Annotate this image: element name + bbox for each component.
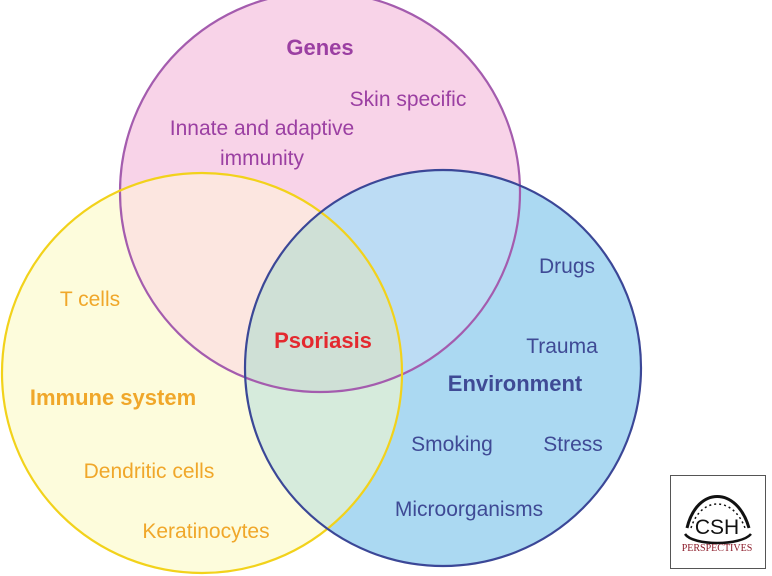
immune-outline — [0, 171, 404, 575]
csh-perspectives-logo: CSH PERSPECTIVES — [670, 475, 766, 569]
environment-title: Environment — [448, 371, 583, 396]
environment-item-drugs: Drugs — [539, 255, 595, 278]
genes-item-innate-adaptive: Innate and adaptive — [170, 117, 355, 140]
genes-item-skin-specific: Skin specific — [350, 88, 467, 111]
immune-item-dendritic-cells: Dendritic cells — [84, 460, 215, 483]
dna-helix-icon: CSH PERSPECTIVES — [682, 495, 753, 554]
immune-item-t-cells: T cells — [60, 288, 120, 311]
genes-outline — [118, 0, 522, 394]
immune-title: Immune system — [30, 385, 196, 410]
logo-csh-text: CSH — [695, 516, 739, 539]
immune-item-keratinocytes: Keratinocytes — [142, 520, 269, 543]
environment-item-stress: Stress — [543, 433, 603, 456]
environment-item-microorganisms: Microorganisms — [395, 498, 543, 521]
environment-outline — [243, 168, 643, 568]
environment-item-trauma: Trauma — [526, 335, 598, 358]
center-label-psoriasis: Psoriasis — [274, 328, 372, 353]
genes-title: Genes — [286, 35, 353, 60]
environment-item-smoking: Smoking — [411, 433, 493, 456]
center-overlap — [245, 173, 402, 392]
genes-item-immunity: immunity — [220, 147, 305, 170]
logo-perspectives-text: PERSPECTIVES — [682, 543, 753, 554]
